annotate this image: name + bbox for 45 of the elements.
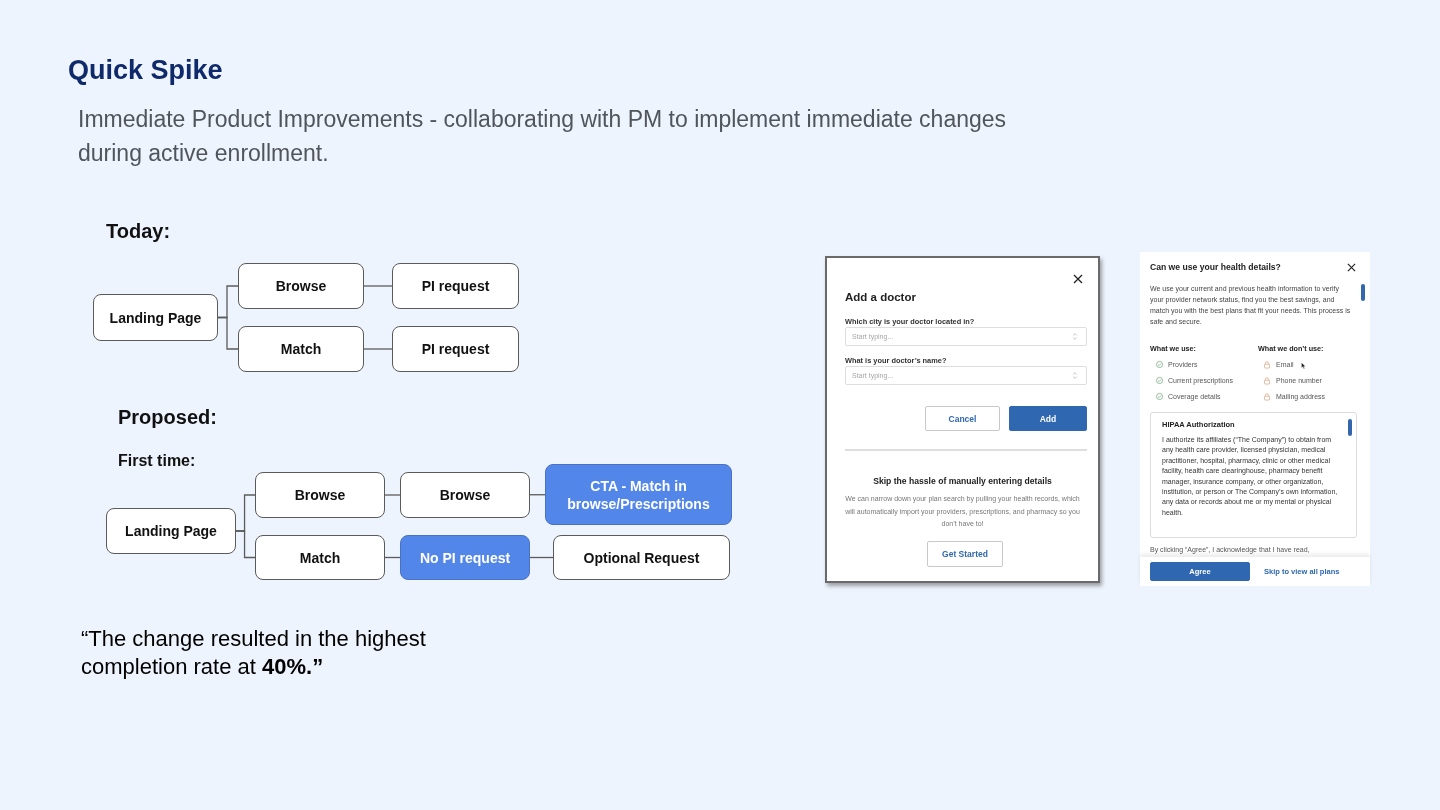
process-box <box>545 464 732 525</box>
process-box <box>255 535 385 580</box>
connector-line <box>363 348 393 350</box>
node-label: Browse <box>294 486 346 504</box>
dialog-title: Can we use your health details? <box>1150 262 1281 272</box>
node-label: No PI request <box>419 548 511 567</box>
slide-title: Quick Spike <box>68 54 223 86</box>
add-button: Add <box>1009 406 1087 431</box>
node-label: PI request <box>421 340 490 358</box>
node-label: Landing Page <box>125 522 217 540</box>
process-box <box>400 472 530 518</box>
subsection-heading: First time: <box>118 451 196 471</box>
node-label: Browse <box>275 277 327 295</box>
connector-line <box>529 556 554 559</box>
subtitle-text: Immediate Product Improvements - collaborating with PM to implement immediate changes during active enrollment. <box>78 105 1008 168</box>
process-box <box>106 508 236 554</box>
quote-text: “The change resulted in the highest completion rate at 40%.” <box>81 625 427 681</box>
process-box <box>400 535 530 580</box>
node-label: Browse <box>439 486 491 504</box>
dialog-title: Add a doctor <box>845 290 916 304</box>
node-label: Landing Page <box>109 308 202 327</box>
connector-line <box>363 285 393 287</box>
section-heading: Skip the hassle of manually entering details <box>872 476 1053 487</box>
modal-dialog <box>825 256 1100 583</box>
section-heading: Proposed: <box>118 405 217 429</box>
process-box <box>255 472 385 518</box>
process-box <box>93 294 218 341</box>
node-label: PI request <box>421 277 490 295</box>
get-started-button: Get Started <box>927 541 1003 567</box>
process-box <box>392 326 519 372</box>
scrollable-text-panel <box>1150 412 1357 538</box>
section-heading: Today: <box>106 219 171 243</box>
node-label: Optional Request <box>583 548 700 567</box>
cancel-button: Cancel <box>925 406 1000 431</box>
modal-dialog <box>1140 252 1370 586</box>
process-box <box>238 263 364 309</box>
connector-line <box>235 530 256 559</box>
process-box <box>553 535 730 580</box>
node-label: CTA - Match in browse/Prescriptions <box>566 476 711 513</box>
process-box <box>392 263 519 309</box>
connector-line <box>384 494 401 496</box>
node-label: Match <box>299 548 341 567</box>
process-box <box>238 326 364 372</box>
connector-line <box>217 316 239 350</box>
node-label: Match <box>280 340 322 358</box>
